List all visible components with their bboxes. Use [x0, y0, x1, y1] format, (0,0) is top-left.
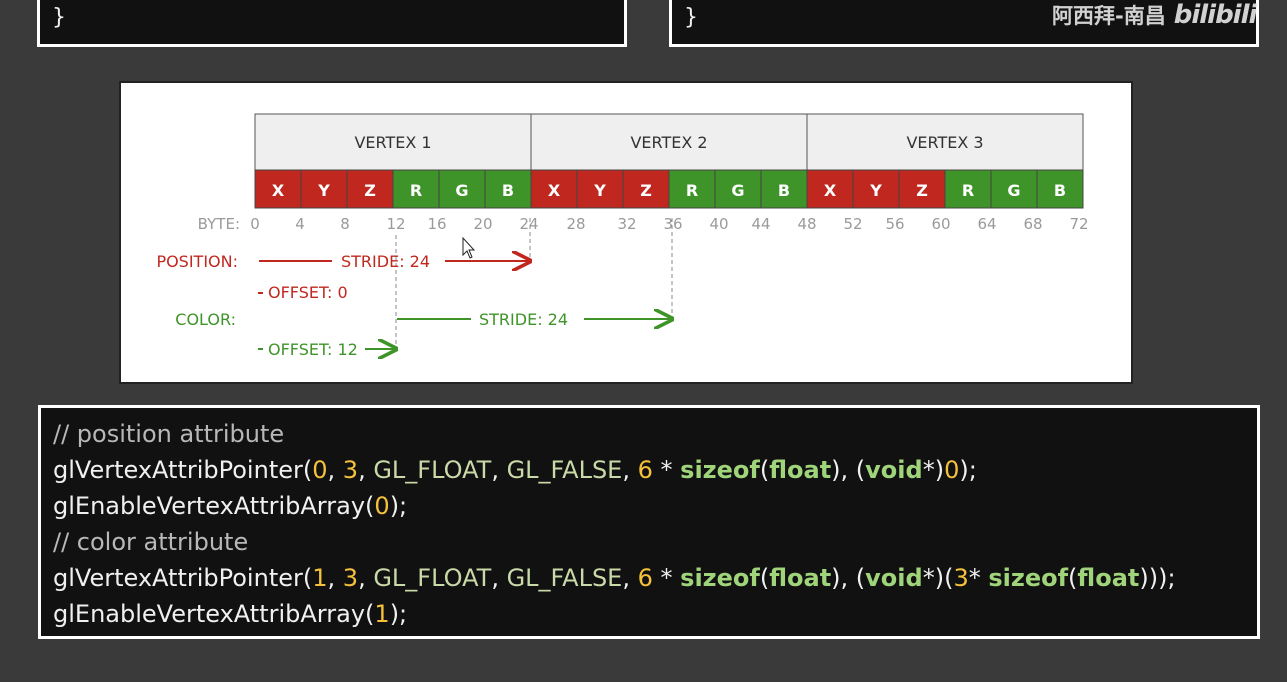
- byte-tick: 8: [340, 215, 350, 233]
- vertex-header-label: VERTEX 1: [354, 133, 431, 152]
- byte-tick: 16: [427, 215, 446, 233]
- byte-tick: 72: [1069, 215, 1088, 233]
- code-line-attrib-pointer-position: glVertexAttribPointer(0, 3, GL_FLOAT, GL…: [53, 456, 977, 484]
- closing-brace: }: [684, 5, 698, 30]
- code-snippet-top-right: }: [669, 0, 1259, 47]
- component-label: Y: [593, 181, 606, 200]
- color-label: COLOR:: [175, 310, 236, 329]
- byte-tick: 20: [473, 215, 492, 233]
- vertex-layout-diagram: VERTEX 1 VERTEX 2 VERTEX 3 X Y Z R G B X Y Z R G B X Y Z R…: [119, 81, 1133, 384]
- byte-tick: 56: [885, 215, 904, 233]
- component-label: R: [686, 181, 698, 200]
- code-line-attrib-pointer-color: glVertexAttribPointer(1, 3, GL_FLOAT, GL…: [53, 564, 1176, 592]
- component-label: B: [778, 181, 790, 200]
- watermark: 阿西拜-南昌 bilibili: [1052, 0, 1258, 30]
- component-label: R: [410, 181, 422, 200]
- vertex-header-label: VERTEX 3: [906, 133, 983, 152]
- position-offset-label: OFFSET: 0: [268, 283, 348, 302]
- vertex-header-3: [806, 113, 1084, 171]
- component-cell: [852, 169, 900, 209]
- component-label: G: [731, 181, 744, 200]
- component-cell: [392, 169, 440, 209]
- watermark-author: 阿西拜-南昌: [1052, 4, 1166, 28]
- position-stride-label: STRIDE: 24: [341, 252, 430, 271]
- component-cell: [622, 169, 670, 209]
- byte-tick: 68: [1023, 215, 1042, 233]
- byte-tick: 24: [519, 215, 538, 233]
- vertex-layout-svg: VERTEX 1 VERTEX 2 VERTEX 3 X Y Z R G B X Y Z R G B X Y Z R…: [156, 113, 1089, 359]
- byte-tick: 0: [250, 215, 260, 233]
- component-cell: [346, 169, 394, 209]
- byte-tick: 52: [843, 215, 862, 233]
- byte-tick: 60: [931, 215, 950, 233]
- code-block: // position attribute glVertexAttribPoint…: [38, 405, 1260, 639]
- component-label: Z: [364, 181, 376, 200]
- component-cell: [530, 169, 578, 209]
- component-label: X: [824, 181, 837, 200]
- byte-tick: 48: [797, 215, 816, 233]
- component-label: X: [272, 181, 285, 200]
- component-label: Y: [317, 181, 330, 200]
- byte-tick: 40: [709, 215, 728, 233]
- component-cell: [898, 169, 946, 209]
- code-comment-color: // color attribute: [53, 528, 249, 556]
- component-label: R: [962, 181, 974, 200]
- mouse-cursor-icon: [462, 236, 476, 259]
- code-line-enable-position: glEnableVertexAttribArray(0);: [53, 492, 408, 520]
- component-label: X: [548, 181, 561, 200]
- component-cell: [668, 169, 716, 209]
- byte-tick: 64: [977, 215, 996, 233]
- position-label: POSITION:: [156, 252, 238, 271]
- component-cell: [438, 169, 486, 209]
- byte-tick: 12: [386, 215, 405, 233]
- color-offset-label: OFFSET: 12: [268, 340, 358, 359]
- component-label: Z: [916, 181, 928, 200]
- component-cell: [484, 169, 532, 209]
- code-comment-position: // position attribute: [53, 420, 285, 448]
- component-cell: [990, 169, 1038, 209]
- component-cell: [714, 169, 762, 209]
- vertex-header-1: [254, 113, 532, 171]
- component-cell: [1036, 169, 1084, 209]
- component-label: G: [1007, 181, 1020, 200]
- color-stride-label: STRIDE: 24: [479, 310, 568, 329]
- code-snippet-top-left: }: [37, 0, 627, 47]
- closing-brace: }: [52, 5, 66, 30]
- component-label: B: [1054, 181, 1066, 200]
- component-label: B: [502, 181, 514, 200]
- byte-tick: 4: [295, 215, 305, 233]
- component-cell: [300, 169, 348, 209]
- component-cell: [806, 169, 854, 209]
- bilibili-logo: bilibili: [1173, 0, 1258, 30]
- byte-tick: 44: [751, 215, 770, 233]
- component-cell: [576, 169, 624, 209]
- byte-tick: 28: [566, 215, 585, 233]
- component-label: Z: [640, 181, 652, 200]
- component-label: Y: [869, 181, 882, 200]
- code-line-enable-color: glEnableVertexAttribArray(1);: [53, 600, 408, 628]
- component-cell: [944, 169, 992, 209]
- byte-tick: 32: [617, 215, 636, 233]
- component-cell: [760, 169, 808, 209]
- byte-tick: 36: [663, 215, 682, 233]
- component-label: G: [455, 181, 468, 200]
- component-cell: [254, 169, 302, 209]
- byte-label: BYTE:: [198, 215, 240, 233]
- vertex-header-label: VERTEX 2: [630, 133, 707, 152]
